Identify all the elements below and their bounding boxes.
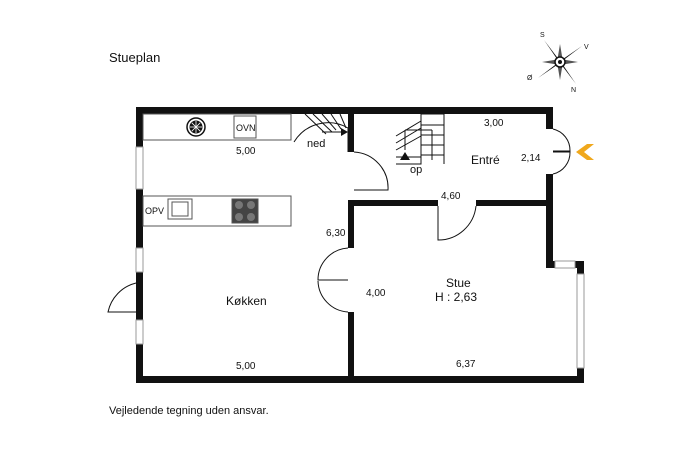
cooktop-burners: [235, 201, 255, 221]
dim-entrance-top: 3,00: [484, 118, 504, 129]
dishwasher-label: OPV: [145, 206, 164, 216]
room-entrance: Entré: [471, 153, 500, 167]
wall-living-top-right: [476, 200, 553, 206]
wall-left: [136, 107, 143, 383]
sink-inner: [171, 201, 189, 217]
dim-kitchen-right: 6,30: [326, 228, 346, 239]
compass-v: V: [584, 44, 589, 51]
doors: [107, 128, 571, 313]
disclaimer: Vejledende tegning uden ansvar.: [109, 405, 269, 417]
oven-box: [233, 115, 257, 139]
wall-interior-vertical-lower: [348, 312, 354, 378]
wall-interior-vertical-mid: [348, 200, 354, 248]
door-entrance-upper: [552, 128, 571, 152]
dim-living-bottom: 6,37: [456, 359, 476, 370]
stairs-down: [293, 113, 349, 152]
wall-right-mid: [546, 174, 553, 268]
stairs-up: [395, 113, 445, 165]
compass-icon: [538, 40, 582, 84]
door-kitchen-exterior: [107, 282, 137, 313]
compass-n: N: [571, 87, 576, 94]
dim-entrance-side: 2,14: [521, 153, 541, 164]
window-left-top: [135, 146, 144, 190]
kitchen-fixtures: [142, 113, 292, 227]
dim-living-left: 4,00: [366, 288, 386, 299]
compass-o: Ø: [527, 75, 533, 82]
window-left-low: [135, 319, 144, 345]
window-left-mid: [135, 247, 144, 273]
stairs-up-arrow-icon: [400, 152, 410, 160]
oven-label: OVN: [236, 123, 256, 133]
stairs-down-arrow-icon: [341, 128, 348, 136]
room-living: Stue: [446, 276, 471, 290]
plan-title: Stueplan: [109, 50, 161, 65]
room-kitchen: Køkken: [226, 294, 267, 308]
kitchen-island: [142, 195, 292, 227]
living-height: H : 2,63: [435, 290, 477, 304]
counter-top: [142, 113, 292, 141]
dim-living-top: 4,60: [441, 191, 461, 202]
wall-right-upper: [546, 107, 553, 129]
fan-icon: [186, 117, 206, 137]
stairs-up-label: op: [410, 164, 422, 176]
wall-living-top-left: [348, 200, 438, 206]
stairs-down-label: ned: [307, 138, 325, 150]
walls: [136, 107, 584, 383]
door-double-lower: [317, 280, 349, 313]
windows: [135, 146, 585, 369]
door-to-entrance: [353, 151, 389, 191]
window-right: [576, 273, 585, 369]
wall-entrance-left-upper: [348, 114, 354, 152]
dim-kitchen-bottom: 5,00: [236, 361, 256, 372]
door-double-upper: [317, 247, 349, 281]
wall-bottom: [136, 376, 584, 383]
compass-s: S: [540, 32, 545, 39]
wall-top: [136, 107, 553, 114]
window-step: [554, 260, 576, 269]
door-living-top: [437, 205, 477, 241]
entry-arrow-icon: [576, 144, 594, 160]
door-entrance-lower: [552, 151, 571, 175]
dim-kitchen-top: 5,00: [236, 146, 256, 157]
